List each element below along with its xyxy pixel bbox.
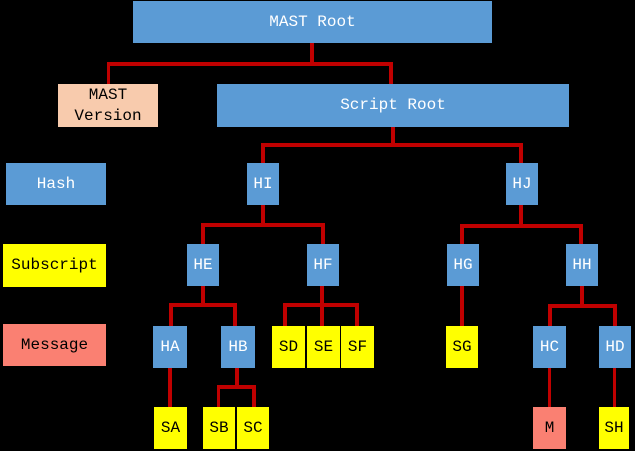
connector-33: [217, 387, 220, 407]
connector-1: [310, 43, 314, 66]
node-m: M: [533, 407, 566, 449]
node-he: HE: [187, 244, 219, 286]
node-hd: HD: [599, 326, 631, 368]
legend-subscript: Subscript: [3, 244, 106, 287]
node-sd: SD: [272, 326, 305, 368]
connector-36: [613, 368, 616, 407]
node-ha: HA: [153, 326, 187, 368]
connector-25: [460, 286, 464, 326]
node-sg: SG: [446, 326, 478, 368]
node-mast-root: MAST Root: [133, 1, 492, 43]
node-mast-version: MAST Version: [58, 84, 158, 127]
legend-hash: Hash: [6, 163, 106, 205]
node-sc: SC: [237, 407, 269, 449]
node-hi: HI: [247, 163, 279, 205]
connector-29: [613, 306, 617, 326]
connector-13: [519, 205, 523, 228]
node-hj: HJ: [506, 163, 538, 205]
connector-16: [579, 226, 583, 244]
connector-27: [548, 304, 617, 308]
connector-18: [169, 303, 237, 307]
node-hg: HG: [447, 244, 479, 286]
connector-8: [519, 145, 523, 163]
node-script-root: Script Root: [217, 84, 569, 127]
connector-10: [201, 223, 325, 227]
connector-14: [460, 224, 583, 228]
connector-17: [201, 286, 205, 307]
node-se: SE: [307, 326, 340, 368]
connector-5: [391, 127, 395, 147]
connector-7: [261, 145, 265, 163]
connector-6: [261, 143, 523, 147]
connector-28: [548, 306, 552, 326]
connector-35: [548, 368, 551, 407]
legend-message: Message: [3, 324, 106, 366]
node-sf: SF: [341, 326, 374, 368]
connector-9: [261, 205, 265, 227]
connector-20: [233, 305, 237, 326]
node-sa: SA: [154, 407, 187, 449]
connector-19: [169, 305, 173, 326]
connector-24: [355, 305, 359, 326]
node-hh: HH: [566, 244, 598, 286]
connector-12: [321, 225, 325, 244]
connector-32: [217, 385, 256, 389]
node-sh: SH: [599, 407, 629, 449]
connector-3: [107, 64, 110, 84]
connector-2: [107, 62, 393, 66]
node-hf: HF: [307, 244, 339, 286]
node-sb: SB: [203, 407, 235, 449]
connector-4: [389, 64, 393, 84]
connector-22: [283, 303, 359, 307]
node-hc: HC: [533, 326, 566, 368]
connector-31: [235, 368, 239, 389]
connector-23: [283, 305, 287, 326]
connector-11: [201, 225, 205, 244]
node-hb: HB: [221, 326, 255, 368]
connector-34: [252, 387, 256, 407]
connector-26: [580, 286, 584, 308]
connector-15: [460, 226, 464, 244]
connector-30: [168, 368, 172, 407]
